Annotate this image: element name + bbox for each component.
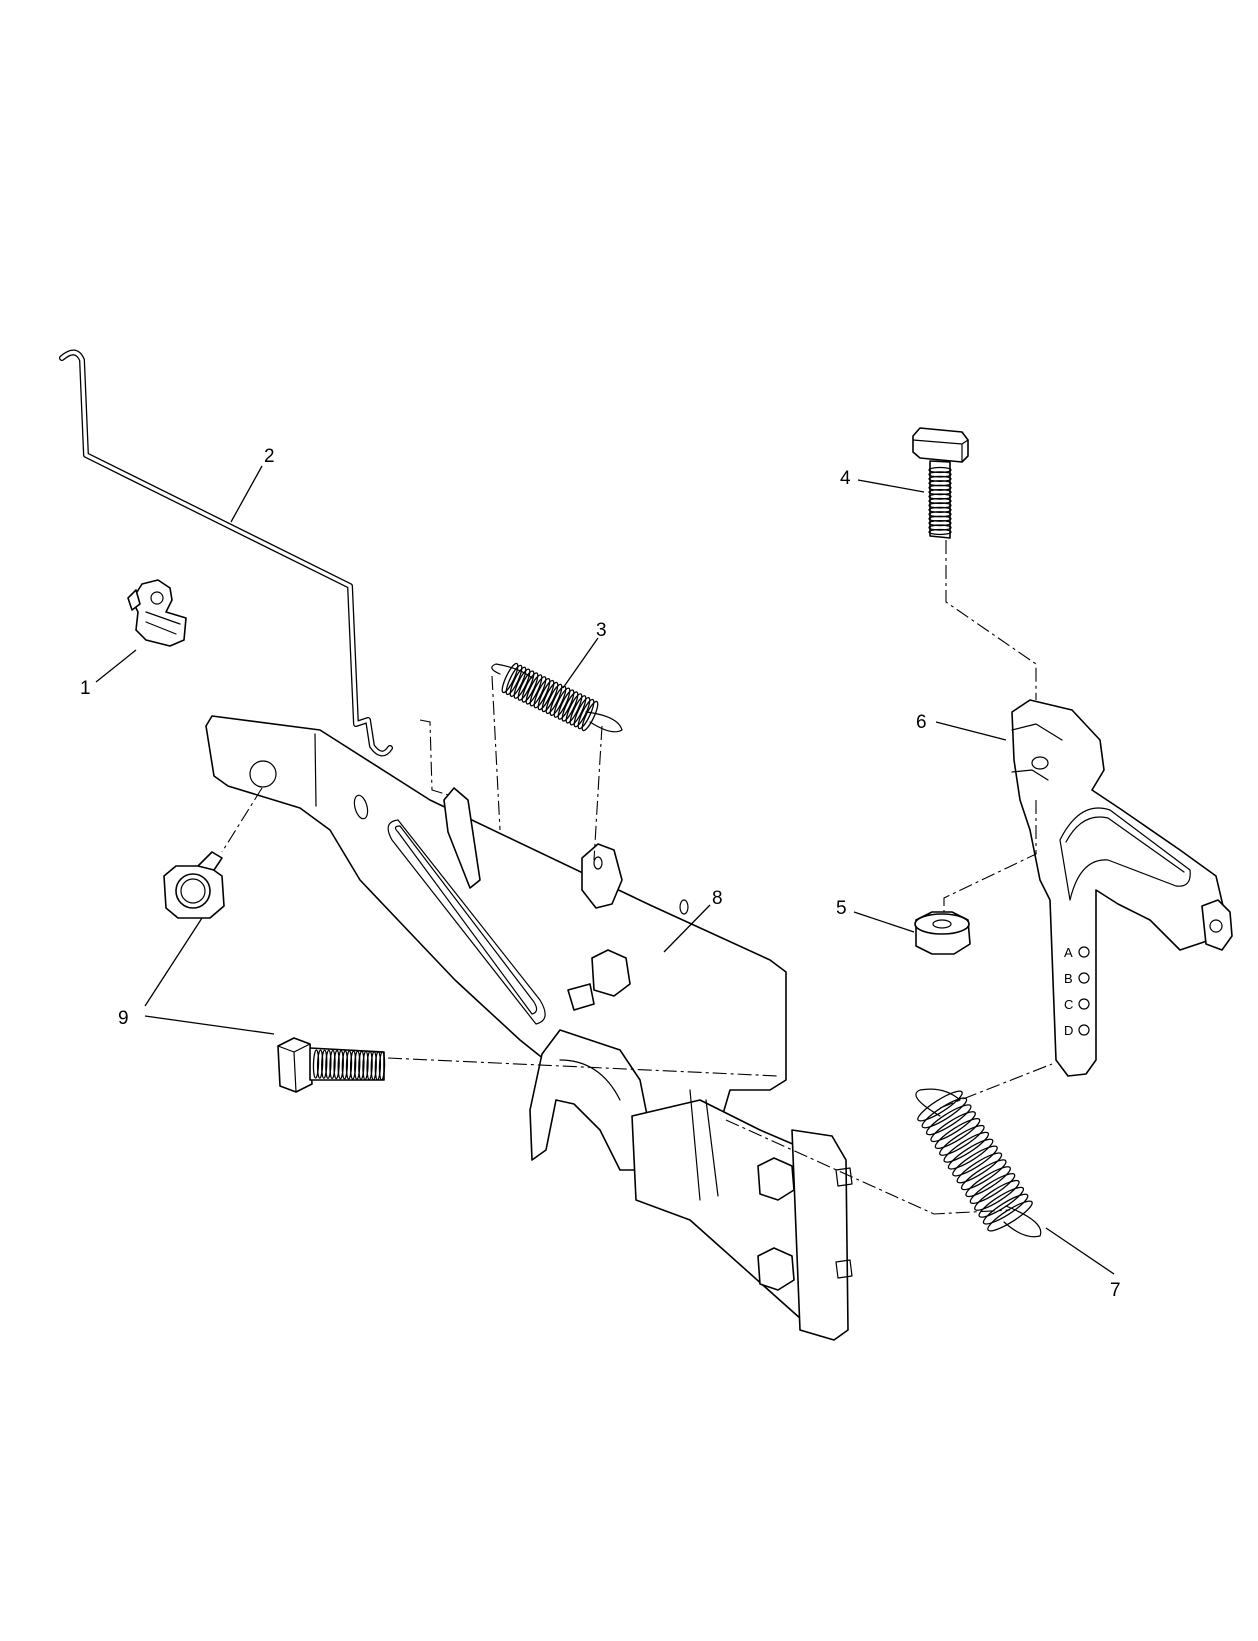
coil-turn — [925, 1104, 972, 1136]
coil-turn — [947, 1138, 994, 1170]
coil-turn — [505, 664, 523, 696]
coil-turn — [325, 1049, 332, 1080]
coil-turn — [943, 1131, 990, 1163]
callout-5: 5 — [836, 898, 847, 919]
callout-8: 8 — [712, 888, 723, 909]
adjustment-hole — [1078, 1024, 1090, 1036]
coil-turn — [565, 693, 583, 724]
hole-letter-c: C — [1064, 997, 1073, 1012]
coil-turn — [917, 1090, 963, 1122]
callout-numbers: 1 2 3 4 5 6 7 8 9 — [80, 446, 1121, 1301]
coil-turn — [561, 691, 579, 722]
coil-turn — [345, 1050, 353, 1080]
callout-1: 1 — [80, 678, 91, 699]
adjustment-hole — [1078, 946, 1090, 958]
coil-turn — [934, 1118, 981, 1149]
part-4-carriage-bolt — [912, 427, 969, 539]
coil-turn — [577, 698, 595, 730]
coil-turn — [358, 1050, 365, 1081]
part-1-rod-clip — [127, 579, 187, 647]
coil-turn — [939, 1124, 985, 1156]
hole-letter-b: B — [1064, 971, 1073, 986]
callout-4: 4 — [840, 468, 851, 489]
coil-turn — [529, 676, 547, 707]
coil-turn — [501, 662, 519, 694]
coil-turn — [581, 700, 599, 732]
coil-turn — [982, 1193, 1029, 1225]
part-9-flange-bolts — [163, 851, 386, 1093]
adjustment-hole — [1078, 972, 1090, 984]
coil-turn — [521, 672, 539, 703]
coil-turn — [545, 683, 563, 715]
part-8-governor-bracket — [205, 715, 853, 1341]
coil-turn — [557, 689, 575, 720]
coil-turn — [329, 1049, 336, 1080]
coil-turn — [930, 1111, 976, 1143]
coil-turn — [573, 696, 591, 728]
coil-turn — [956, 1152, 1003, 1184]
part-2-throttle-rod — [59, 349, 393, 757]
coil-turn — [312, 1049, 320, 1079]
coil-turn — [928, 528, 952, 536]
coil-turn — [378, 1051, 386, 1081]
coil-turn — [513, 668, 531, 699]
assembly-lines — [221, 540, 1053, 1215]
coil-turn — [362, 1050, 369, 1081]
callout-9: 9 — [118, 1008, 129, 1029]
coil-turn — [921, 1097, 968, 1129]
coil-turn — [321, 1049, 328, 1079]
coil-turn — [333, 1049, 340, 1080]
coil-turn — [509, 666, 527, 698]
adjustment-hole — [1078, 998, 1090, 1010]
coil-turn — [354, 1050, 361, 1080]
coil-turn — [541, 681, 559, 713]
callout-7: 7 — [1110, 1280, 1121, 1301]
coil-turn — [965, 1166, 1011, 1198]
coil-turn — [374, 1051, 382, 1081]
coil-turn — [517, 670, 535, 701]
coil-turn — [553, 687, 571, 718]
hole-letter-d: D — [1064, 1023, 1073, 1038]
coil-turn — [316, 1049, 324, 1079]
callout-3: 3 — [596, 620, 607, 641]
callout-2: 2 — [264, 446, 275, 467]
part-3-governor-spring — [491, 662, 623, 733]
coil-turn — [952, 1145, 998, 1177]
coil-turn — [569, 695, 587, 726]
callout-leaders — [95, 465, 1115, 1275]
callout-6: 6 — [916, 712, 927, 733]
coil-turn — [987, 1200, 1033, 1232]
coil-turn — [537, 679, 555, 711]
hole-letter-a: A — [1064, 945, 1073, 960]
part-5-flange-nut — [914, 911, 971, 955]
coil-turn — [978, 1186, 1025, 1218]
coil-turn — [969, 1173, 1016, 1204]
coil-turn — [974, 1179, 1020, 1211]
coil-turn — [525, 674, 543, 705]
coil-turn — [533, 677, 551, 709]
coil-turn — [341, 1050, 349, 1080]
coil-turn — [370, 1051, 377, 1081]
coil-turn — [337, 1050, 344, 1080]
coil-turn — [366, 1050, 373, 1081]
part-7-extension-spring — [915, 1088, 1042, 1238]
coil-turn — [960, 1159, 1007, 1191]
coil-turn — [349, 1050, 357, 1080]
